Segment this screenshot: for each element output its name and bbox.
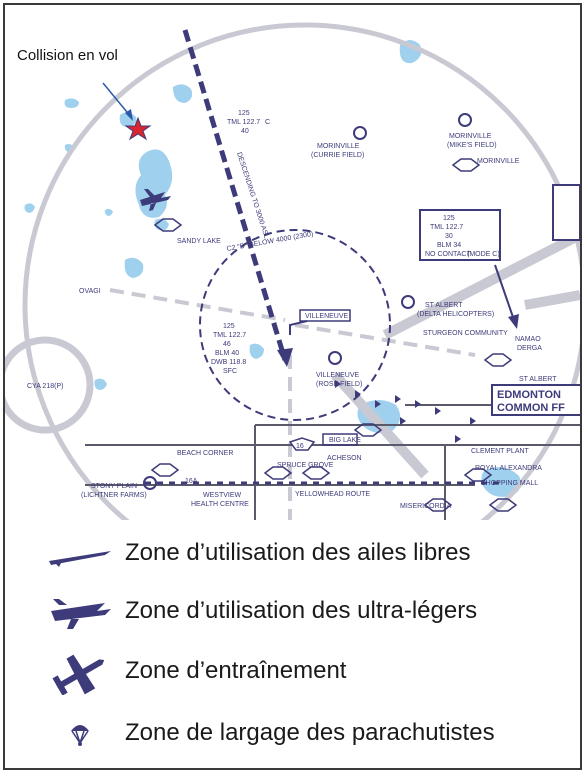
label-spruce-grove: SPRUCE GROVE: [277, 462, 334, 469]
label-hwy16a: 16A: [185, 478, 198, 485]
callout-arrow: [102, 82, 132, 118]
label-currie-field: (CURRIE FIELD): [311, 152, 364, 159]
label-cya218: CYA 218(P): [27, 383, 63, 390]
legend-item-hang-glider: Zone d’utilisation des ailes libres: [5, 531, 580, 581]
label-dwb: DWB 118.8: [211, 359, 246, 366]
collision-callout: Collision en vol: [17, 47, 118, 64]
label-beach-corner: BEACH CORNER: [177, 450, 233, 457]
edmonton-box: [491, 384, 580, 416]
label-morinville-box: MORINVILLE: [477, 158, 520, 165]
descent-track: [182, 29, 288, 361]
aeronautical-chart: MORINVILLE (CURRIE FIELD) MORINVILLE (MI…: [5, 5, 580, 520]
hex-markers: [150, 158, 518, 512]
namao-info-box: [419, 209, 501, 261]
label-lichtner: (LICHTNER FARMS): [81, 492, 147, 499]
legend-label: Zone d’utilisation des ailes libres: [125, 539, 471, 566]
ultralight-icon: [51, 599, 111, 629]
label-c: C: [265, 119, 270, 126]
lakes: [24, 40, 521, 497]
parachute-icon: [71, 725, 89, 746]
grey-dashed-airways: [109, 288, 476, 520]
label-46: 46: [223, 341, 231, 348]
label-mikes-field: (MIKE'S FIELD): [447, 142, 497, 149]
label-morinville: MORINVILLE: [317, 143, 360, 150]
legend: Zone d’utilisation des ailes libres Zone…: [5, 525, 580, 765]
legend-item-parachute: Zone de largage des parachutistes: [5, 711, 580, 761]
hang-glider-icon: [49, 551, 111, 567]
label-acheson: ACHESON: [327, 455, 362, 462]
outer-airspace-arc: [22, 22, 580, 520]
label-royal-alexandra: ROYAL ALEXANDRA: [475, 465, 542, 472]
label-sturgeon: STURGEON COMMUNITY: [423, 330, 508, 337]
label-sfc: SFC: [223, 368, 237, 375]
legend-item-ultralight: Zone d’utilisation des ultra-légers: [5, 589, 580, 639]
label-edmonton: EDMONTON: [497, 389, 561, 401]
class-d-circle: [199, 229, 391, 421]
label-namao: NAMAO: [515, 336, 541, 343]
label-st-albert: ST ALBERT: [425, 302, 463, 309]
collision-star-icon: [124, 116, 152, 141]
legend-label: Zone de largage des parachutistes: [125, 719, 495, 746]
label-no-contact: NO CONTACT: [425, 251, 471, 258]
map-ultralight-icon: [140, 189, 171, 211]
label-namao-30: 30: [445, 233, 453, 240]
label-sandy-lake: SANDY LAKE: [177, 238, 221, 245]
label-freq-125: 125: [238, 110, 250, 117]
label-stony-plain: STONY PLAIN: [91, 483, 137, 490]
label-freq-125b: 125: [223, 323, 235, 330]
ctrl-zone-ticks: [335, 380, 476, 443]
label-blm40: BLM 40: [215, 350, 239, 357]
training-aircraft-icon: [52, 654, 105, 695]
legend-label: Zone d’utilisation des ultra-légers: [125, 597, 478, 624]
label-namao-125: 125: [443, 215, 455, 222]
label-namao-tml: TML 122.7: [430, 224, 463, 231]
label-big-lake: BIG LAKE: [329, 437, 361, 444]
label-morinville2: MORINVILLE: [449, 133, 492, 140]
label-ovagi: OVAGI: [79, 288, 101, 295]
label-mode-c: (MODE C): [467, 251, 500, 258]
label-rose-field: (ROSE FIELD): [316, 381, 362, 388]
label-misericordia: MISERICORDIA: [400, 503, 452, 510]
figure-frame: MORINVILLE (CURRIE FIELD) MORINVILLE (MI…: [3, 3, 582, 770]
label-shopping-mall: SHOPPING MALL: [481, 480, 538, 487]
label-tml-b: TML 122.7: [213, 332, 246, 339]
label-hwy16: 16: [296, 443, 304, 450]
label-blm34: BLM 34: [437, 242, 461, 249]
aerodromes: [143, 113, 472, 490]
roads: [85, 404, 580, 520]
label-delta-heli: (DELTA HELICOPTERS): [417, 311, 494, 318]
label-health-centre: HEALTH CENTRE: [191, 501, 249, 508]
label-st-albert-box: ST ALBERT: [519, 376, 557, 383]
label-yellowhead: YELLOWHEAD ROUTE: [295, 491, 370, 498]
label-villeneuve-box: VILLENEUVE: [305, 313, 349, 320]
legend-item-training: Zone d’entraînement: [5, 649, 580, 699]
legend-label: Zone d’entraînement: [125, 657, 347, 684]
cya218-zone: [5, 336, 94, 434]
label-derga: DERGA: [517, 345, 542, 352]
label-villeneuve: VILLENEUVE: [316, 372, 360, 379]
label-tml: TML 122.7: [227, 119, 260, 126]
label-clement-plant: CLEMENT PLANT: [471, 448, 530, 455]
label-westview: WESTVIEW: [203, 492, 242, 499]
label-common-ff: COMMON FF: [497, 402, 565, 414]
label-40: 40: [241, 128, 249, 135]
